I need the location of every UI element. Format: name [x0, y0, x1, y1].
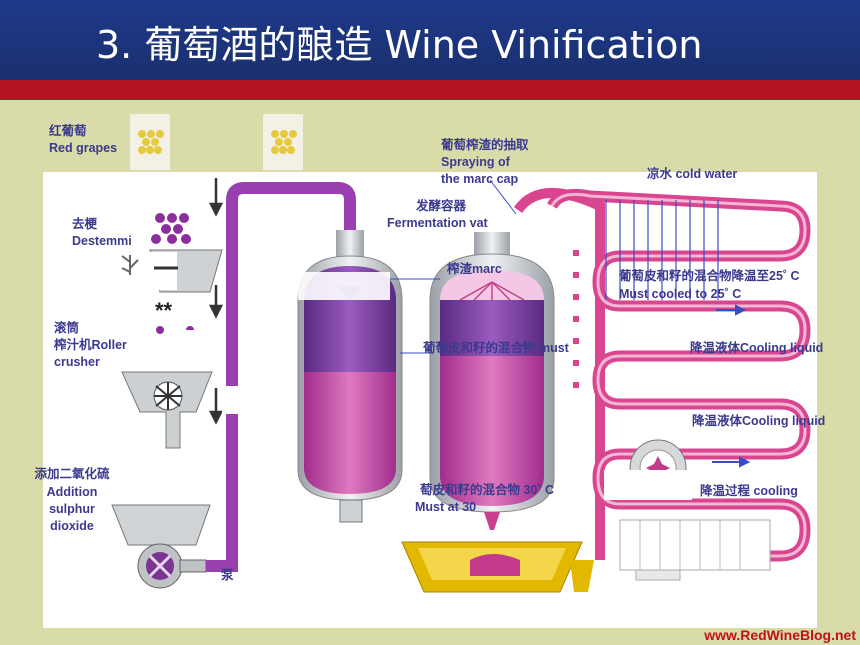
cooling-fan-unit: [604, 439, 771, 581]
label-sulphur-cn: 添加二氧化硫: [34, 467, 110, 481]
mask: [222, 386, 244, 414]
header-bar: 3. 葡萄酒的酿造 Wine Vinification: [0, 0, 860, 80]
label-marc-short: 榨渣marc: [447, 262, 502, 276]
label-marc-cn: 葡萄榨渣的抽取: [441, 138, 529, 152]
label-red-grapes-en: Red grapes: [49, 141, 118, 155]
return-pipe: [513, 188, 605, 560]
label-must30-en: Must at 30: [415, 500, 477, 514]
flow-arrow: [712, 304, 751, 468]
label-sulphur-en1: Addition: [46, 485, 98, 499]
roller-crusher-machine: **: [121, 298, 213, 449]
label-marc-en1: Spraying of: [441, 155, 510, 169]
label-cold-water: 凉水 cold water: [647, 167, 738, 181]
label-cooled-en: Must cooled to 25˚ C: [619, 287, 742, 301]
mask: [298, 272, 390, 300]
label-sulphur-en2: sulphur: [49, 502, 95, 516]
label-vat-en: Fermentation vat: [387, 216, 488, 230]
must-pipe: [206, 182, 356, 572]
svg-text:**: **: [155, 298, 173, 323]
label-marc-en2: the marc cap: [441, 172, 519, 186]
destemmer-machine: [121, 249, 223, 293]
fermentation-vat: [429, 232, 555, 530]
label-must30-cn: 萄皮和籽的混合物 30˚ C: [420, 483, 555, 497]
purple-grapes-icon: [151, 213, 191, 244]
grape-bunch-icon: [263, 114, 303, 170]
label-red-grapes-cn: 红葡萄: [49, 124, 87, 138]
footer-url: www.RedWineBlog.net: [704, 627, 856, 643]
label-vat-cn: 发酵容器: [416, 199, 467, 213]
cold-water-arrows: [605, 200, 719, 300]
flow-arrow: [208, 178, 224, 425]
grape-bunch-icon: [130, 114, 170, 170]
accent-bar: [0, 80, 860, 100]
label-cooled-cn: 葡萄皮和籽的混合物降温至25˚ C: [619, 269, 800, 283]
label-cooling-liquid-2: 降温液体Cooling liquid: [692, 414, 826, 428]
label-cooling-liquid-1: 降温液体Cooling liquid: [690, 341, 824, 355]
label-sulphur-en3: dioxide: [50, 519, 94, 533]
label-crusher-cn2: 榨汁机Roller: [54, 338, 127, 352]
label-destem-cn: 去梗: [72, 217, 98, 231]
label-crusher-cn: 滚筒: [54, 321, 80, 335]
label-destem-en: Destemmi: [72, 234, 132, 248]
label-pump: 泵: [221, 568, 234, 582]
page-title: 3. 葡萄酒的酿造 Wine Vinification: [96, 23, 703, 67]
label-must: 葡萄皮和籽的混合物 must: [423, 341, 569, 355]
cooling-coil: [547, 188, 811, 562]
label-cooling: 降温过程 cooling: [700, 484, 798, 498]
leader-lines: [390, 179, 517, 354]
label-crusher-en: crusher: [54, 355, 100, 369]
collection-tray: [401, 541, 594, 593]
pump-machine: [111, 504, 211, 589]
